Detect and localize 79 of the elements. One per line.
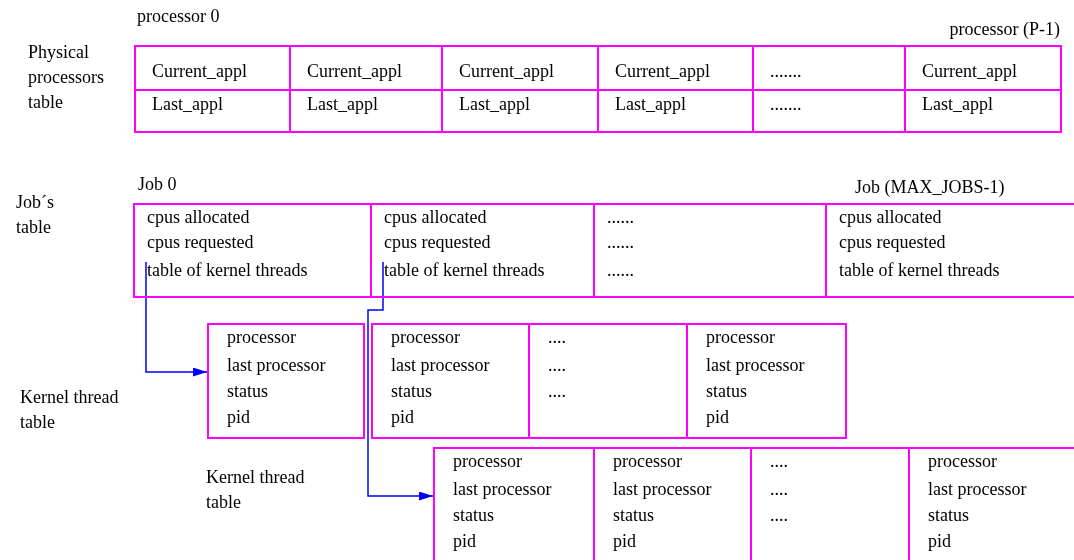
column-heading: Job (MAX_JOBS-1) [855, 177, 1005, 198]
cell-text: cpus requested [839, 232, 946, 253]
row-label: Physical processors table [28, 41, 105, 114]
cell-text: ....... [770, 94, 802, 115]
table-cell [528, 323, 688, 439]
cell-text: last processor [391, 355, 490, 376]
cell-text: cpus allocated [839, 207, 942, 228]
cell-text: last processor [227, 355, 326, 376]
cell-text: Last_appl [615, 94, 686, 115]
cell-text: status [613, 505, 654, 526]
cell-text: status [453, 505, 494, 526]
cell-text: processor [928, 451, 997, 472]
arrow [367, 261, 434, 501]
table-cell [207, 323, 365, 439]
cell-text: .... [770, 505, 788, 526]
table-cell [825, 203, 1074, 298]
cell-text: pid [453, 531, 476, 552]
cell-text: ....... [770, 61, 802, 82]
table-cell [686, 323, 847, 439]
table-cell [597, 45, 754, 133]
cell-text: Last_appl [307, 94, 378, 115]
cell-text: table of kernel threads [384, 260, 545, 281]
cell-text: processor [453, 451, 522, 472]
table-cell [134, 45, 291, 133]
column-heading: Job 0 [138, 174, 177, 195]
cell-text: status [928, 505, 969, 526]
cell-text: cpus allocated [384, 207, 487, 228]
table-cell [904, 45, 1062, 133]
cell-text: Current_appl [615, 61, 710, 82]
table-cell [433, 447, 595, 560]
column-heading: processor 0 [137, 6, 220, 27]
cell-text: processor [613, 451, 682, 472]
row-label: Kernel thread table [20, 386, 120, 434]
table-cell [133, 203, 372, 298]
cell-text: status [706, 381, 747, 402]
cell-text: table of kernel threads [839, 260, 1000, 281]
cell-text: pid [928, 531, 951, 552]
table-cell [441, 45, 599, 133]
cell-text: Last_appl [459, 94, 530, 115]
cell-text: .... [770, 451, 788, 472]
row-label: Job´s table [16, 191, 55, 239]
table-cell [371, 323, 530, 439]
table-cell [370, 203, 595, 298]
cell-text: pid [227, 407, 250, 428]
table-cell [752, 45, 906, 133]
column-heading: processor (P-1) [949, 19, 1060, 40]
cell-text: ...... [607, 232, 634, 253]
cell-text: status [391, 381, 432, 402]
cell-text: Current_appl [152, 61, 247, 82]
cell-text: last processor [706, 355, 805, 376]
cell-text: processor [227, 327, 296, 348]
cell-text: last processor [613, 479, 712, 500]
cell-text: .... [548, 381, 566, 402]
cell-text: .... [770, 479, 788, 500]
cell-text: status [227, 381, 268, 402]
cell-text: cpus allocated [147, 207, 250, 228]
cell-text: processor [391, 327, 460, 348]
row-label: Kernel thread table [206, 466, 306, 514]
cell-text: .... [548, 327, 566, 348]
cell-text: pid [391, 407, 414, 428]
table-cell [289, 45, 443, 133]
cell-text: Current_appl [922, 61, 1017, 82]
cell-text: cpus requested [384, 232, 491, 253]
cell-text: ...... [607, 260, 634, 281]
cell-text: Last_appl [922, 94, 993, 115]
table-cell [593, 203, 827, 298]
cell-text: Last_appl [152, 94, 223, 115]
cell-text: cpus requested [147, 232, 254, 253]
cell-text: processor [706, 327, 775, 348]
arrow [145, 261, 208, 377]
cell-text: pid [613, 531, 636, 552]
cell-text: Current_appl [307, 61, 402, 82]
cell-text: Current_appl [459, 61, 554, 82]
cell-text: last processor [453, 479, 552, 500]
cell-text: pid [706, 407, 729, 428]
cell-text: last processor [928, 479, 1027, 500]
cell-text: table of kernel threads [147, 260, 308, 281]
cell-text: .... [548, 355, 566, 376]
cell-text: ...... [607, 207, 634, 228]
